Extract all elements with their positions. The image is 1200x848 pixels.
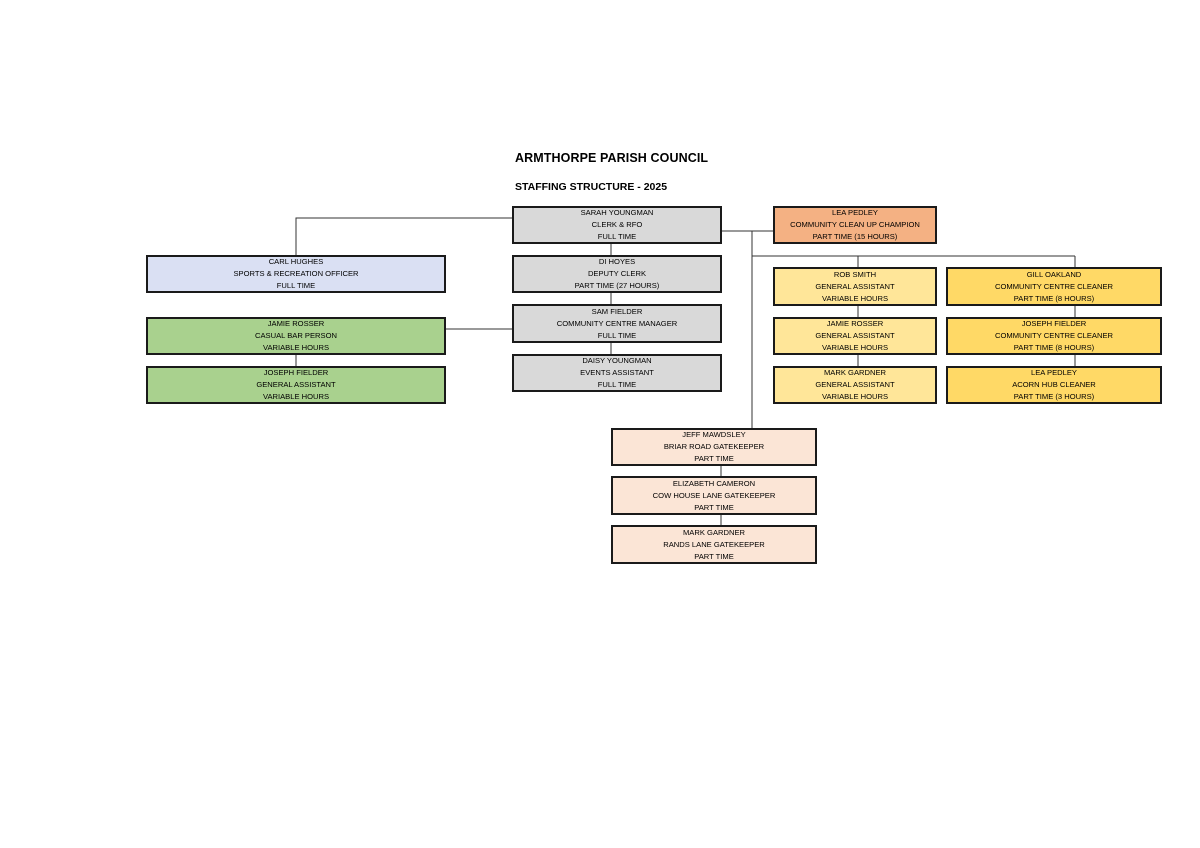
staff-box-events-assistant: DAISY YOUNGMAN EVENTS ASSISTANT FULL TIM…: [512, 354, 722, 392]
staff-role: BRIAR ROAD GATEKEEPER: [663, 442, 765, 451]
staff-hours: FULL TIME: [597, 330, 637, 340]
connector-clerk-carl: [295, 217, 513, 256]
staff-box-cleaner-joseph: JOSEPH FIELDER COMMUNITY CENTRE CLEANER …: [946, 317, 1162, 355]
staff-name: SAM FIELDER: [591, 306, 643, 316]
staff-hours: PART TIME: [694, 551, 734, 561]
staff-box-sports-officer: CARL HUGHES SPORTS & RECREATION OFFICER …: [146, 255, 446, 293]
staff-box-general-assistant-jamie: JAMIE ROSSER GENERAL ASSISTANT VARIABLE …: [773, 317, 937, 355]
staff-box-general-assistant-rob: ROB SMITH GENERAL ASSISTANT VARIABLE HOU…: [773, 267, 937, 306]
staff-box-general-assistant-left: JOSEPH FIELDER GENERAL ASSISTANT VARIABL…: [146, 366, 446, 404]
staff-name: LEA PEDLEY: [831, 208, 878, 217]
staff-role: DEPUTY CLERK: [587, 269, 647, 278]
staff-name: JOSEPH FIELDER: [1021, 319, 1087, 328]
staff-name: JAMIE ROSSER: [267, 319, 325, 328]
staff-hours: PART TIME: [694, 454, 734, 463]
staff-hours: VARIABLE HOURS: [821, 293, 889, 303]
staff-role: CLERK & RFO: [591, 220, 643, 229]
staff-name: DAISY YOUNGMAN: [582, 356, 652, 365]
staff-name: MARK GARDNER: [823, 368, 887, 377]
staff-role: COMMUNITY CLEAN UP CHAMPION: [790, 220, 920, 229]
staff-box-gatekeeper-cow-house-lane: ELIZABETH CAMERON COW HOUSE LANE GATEKEE…: [611, 476, 817, 515]
staff-role: GENERAL ASSISTANT: [815, 281, 895, 291]
staff-role: EVENTS ASSISTANT: [580, 368, 654, 377]
staff-role: GENERAL ASSISTANT: [815, 380, 895, 389]
staff-name: MARK GARDNER: [682, 527, 746, 537]
staff-hours: PART TIME (15 HOURS): [812, 232, 898, 241]
staff-role: CASUAL BAR PERSON: [254, 331, 337, 340]
staff-name: ROB SMITH: [833, 269, 877, 279]
staff-hours: PART TIME: [694, 502, 734, 512]
staff-box-community-centre-manager: SAM FIELDER COMMUNITY CENTRE MANAGER FUL…: [512, 304, 722, 343]
staff-name: SARAH YOUNGMAN: [580, 208, 654, 217]
staff-name: JOSEPH FIELDER: [263, 368, 329, 377]
staff-name: ELIZABETH CAMERON: [672, 478, 756, 488]
staff-name: JEFF MAWDSLEY: [682, 430, 746, 439]
staff-role: COW HOUSE LANE GATEKEEPER: [652, 490, 776, 500]
staff-name: GILL OAKLAND: [1026, 269, 1082, 279]
staff-name: JAMIE ROSSER: [826, 319, 884, 328]
staff-hours: VARIABLE HOURS: [821, 343, 889, 352]
staff-box-gatekeeper-rands-lane: MARK GARDNER RANDS LANE GATEKEEPER PART …: [611, 525, 817, 564]
staff-hours: VARIABLE HOURS: [262, 392, 330, 401]
staff-name: LEA PEDLEY: [1030, 368, 1077, 377]
staff-hours: PART TIME (3 HOURS): [1013, 392, 1095, 401]
staff-name: CARL HUGHES: [268, 257, 324, 266]
staff-box-deputy-clerk: DI HOYES DEPUTY CLERK PART TIME (27 HOUR…: [512, 255, 722, 293]
staff-hours: PART TIME (8 HOURS): [1013, 293, 1095, 303]
staff-hours: PART TIME (8 HOURS): [1013, 343, 1095, 352]
staff-box-clerk: SARAH YOUNGMAN CLERK & RFO FULL TIME: [512, 206, 722, 244]
staff-hours: VARIABLE HOURS: [262, 343, 330, 352]
staff-name: DI HOYES: [598, 257, 636, 266]
staff-role: ACORN HUB CLEANER: [1012, 380, 1096, 389]
staff-role: COMMUNITY CENTRE CLEANER: [995, 331, 1113, 340]
staff-box-general-assistant-mark: MARK GARDNER GENERAL ASSISTANT VARIABLE …: [773, 366, 937, 404]
page-title: ARMTHORPE PARISH COUNCIL: [515, 151, 709, 165]
staff-box-cleaner-lea: LEA PEDLEY ACORN HUB CLEANER PART TIME (…: [946, 366, 1162, 404]
staff-role: COMMUNITY CENTRE MANAGER: [556, 318, 678, 328]
staff-box-cleaner-gill: GILL OAKLAND COMMUNITY CENTRE CLEANER PA…: [946, 267, 1162, 306]
staff-role: GENERAL ASSISTANT: [256, 380, 336, 389]
staff-box-clean-up-champion: LEA PEDLEY COMMUNITY CLEAN UP CHAMPION P…: [773, 206, 937, 244]
staff-role: GENERAL ASSISTANT: [815, 331, 895, 340]
staff-role: SPORTS & RECREATION OFFICER: [233, 269, 359, 278]
staff-box-gatekeeper-briar-road: JEFF MAWDSLEY BRIAR ROAD GATEKEEPER PART…: [611, 428, 817, 466]
staff-hours: FULL TIME: [276, 281, 316, 290]
staff-role: COMMUNITY CENTRE CLEANER: [995, 281, 1113, 291]
staff-hours: FULL TIME: [597, 232, 637, 241]
staff-hours: PART TIME (27 HOURS): [574, 281, 660, 290]
page-subtitle: STAFFING STRUCTURE - 2025: [515, 181, 668, 193]
staff-hours: VARIABLE HOURS: [821, 392, 889, 401]
staff-box-casual-bar-person: JAMIE ROSSER CASUAL BAR PERSON VARIABLE …: [146, 317, 446, 355]
staff-role: RANDS LANE GATEKEEPER: [663, 539, 765, 549]
staff-hours: FULL TIME: [597, 380, 637, 389]
